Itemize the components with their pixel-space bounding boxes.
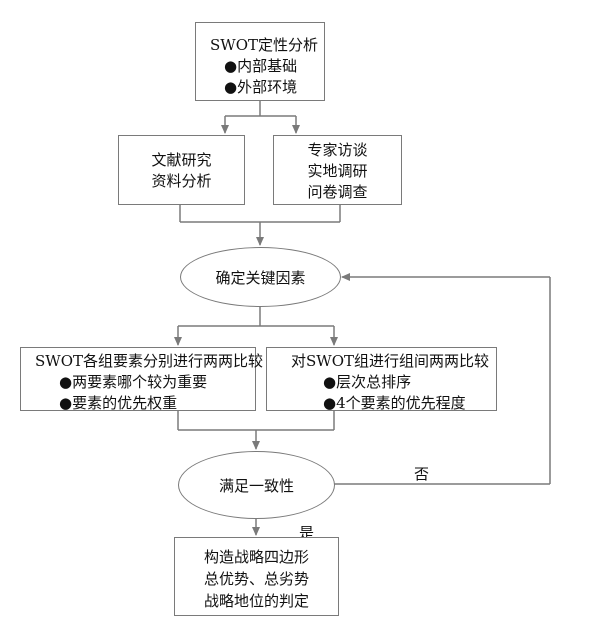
- left-compare-item-2: ●要素的优先权重: [59, 394, 178, 412]
- right-comparison-box: 对SWOT组进行组间两两比较 ●层次总排序 ●4个要素的优先程度: [266, 347, 497, 412]
- expert-line-3: 问卷调查: [307, 183, 368, 201]
- literature-box: 文献研究 资料分析: [118, 135, 245, 205]
- literature-line-2: 资料分析: [151, 172, 212, 190]
- result-line-1: 构造战略四边形: [203, 548, 309, 566]
- result-line-2: 总优势、总劣势: [203, 570, 309, 588]
- left-comparison-box: SWOT各组要素分别进行两两比较 ●两要素哪个较为重要 ●要素的优先权重: [20, 347, 263, 412]
- key-factors-label: 确定关键因素: [215, 268, 306, 287]
- result-box: 构造战略四边形 总优势、总劣势 战略地位的判定: [174, 537, 339, 616]
- consistency-ellipse: 满足一致性: [178, 451, 335, 519]
- left-compare-title: SWOT各组要素分别进行两两比较: [35, 352, 263, 370]
- swot-analysis-box: SWOT定性分析 ●内部基础 ●外部环境: [195, 22, 325, 101]
- right-compare-item-1: ●层次总排序: [323, 373, 412, 391]
- consistency-label: 满足一致性: [218, 476, 294, 495]
- right-compare-title: 对SWOT组进行组间两两比较: [291, 352, 489, 370]
- expert-box: 专家访谈 实地调研 问卷调查: [273, 135, 402, 205]
- swot-title: SWOT定性分析: [210, 36, 318, 54]
- key-factors-ellipse: 确定关键因素: [180, 247, 341, 307]
- left-compare-item-1: ●两要素哪个较为重要: [59, 373, 208, 391]
- swot-item-internal: ●内部基础: [224, 57, 298, 75]
- right-compare-item-2: ●4个要素的优先程度: [323, 394, 466, 412]
- swot-item-external: ●外部环境: [224, 78, 298, 96]
- literature-line-1: 文献研究: [151, 151, 212, 169]
- result-line-3: 战略地位的判定: [203, 592, 309, 610]
- expert-line-2: 实地调研: [307, 162, 368, 180]
- edge-label-no: 否: [414, 465, 430, 483]
- expert-line-1: 专家访谈: [307, 141, 368, 159]
